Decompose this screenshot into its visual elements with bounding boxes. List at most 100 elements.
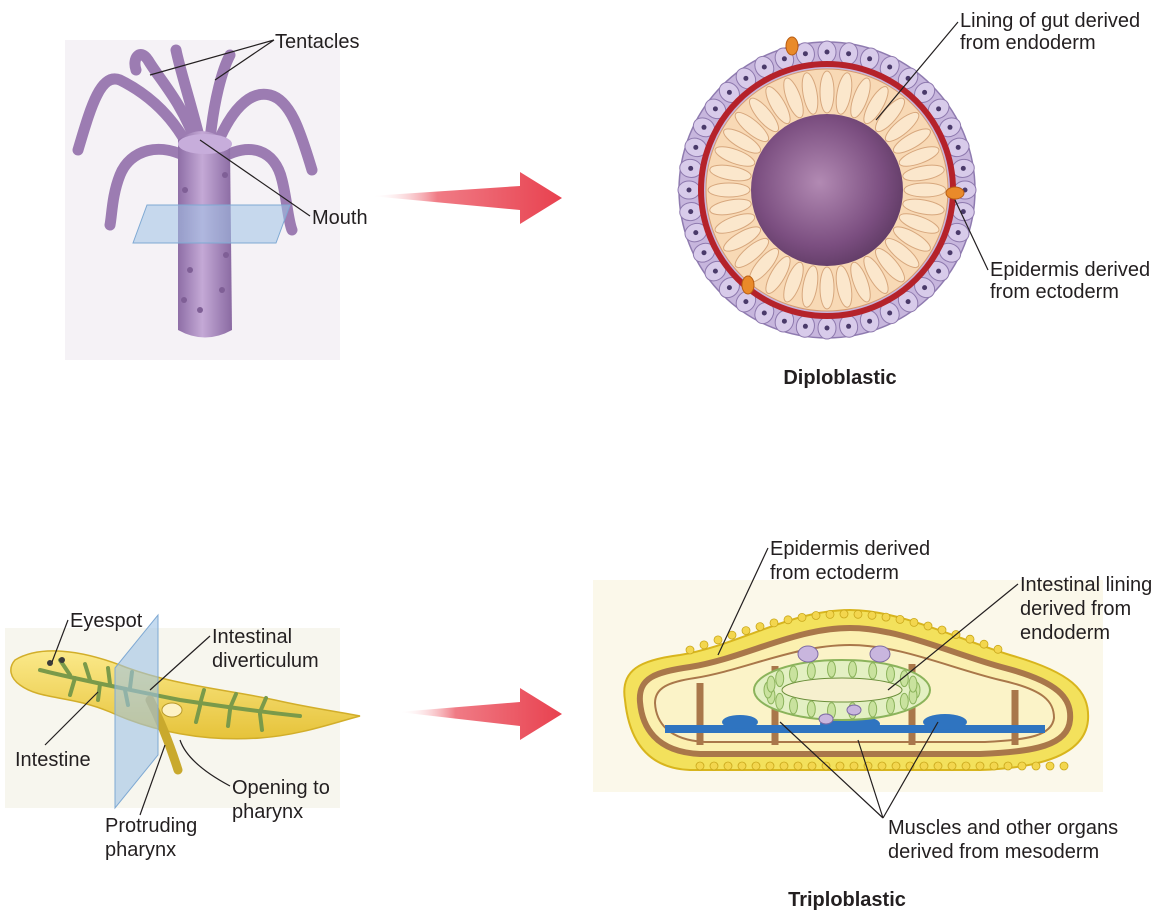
label-mouth: Mouth — [312, 207, 368, 229]
ectoderm-nucleus — [887, 65, 892, 70]
endoderm-cell — [820, 71, 834, 113]
gut-cell — [909, 676, 917, 692]
epidermal-cell — [840, 610, 848, 618]
gut-cell — [887, 666, 895, 682]
ectoderm-nucleus — [948, 125, 953, 130]
epidermal-cell — [752, 762, 760, 770]
epidermal-cell — [794, 762, 802, 770]
label-epidermis-top-line1: Epidermis derived — [990, 259, 1150, 281]
epidermal-cell — [962, 762, 970, 770]
epidermal-cell — [878, 762, 886, 770]
epidermal-cell — [784, 616, 792, 624]
ectoderm-nucleus — [956, 145, 961, 150]
ectoderm-nucleus — [936, 269, 941, 274]
ectoderm-nucleus — [803, 51, 808, 56]
ectoderm-nucleus — [743, 299, 748, 304]
gut-cell — [900, 693, 908, 709]
endoderm-cell — [904, 183, 946, 197]
label-eyespot: Eyespot — [70, 610, 143, 632]
gut-cell — [849, 661, 857, 677]
ectoderm-nucleus — [727, 90, 732, 95]
label-epidermis-top-line2: from ectoderm — [990, 281, 1119, 303]
epidermal-cell — [710, 762, 718, 770]
epidermal-cell — [826, 610, 834, 618]
ectoderm-nucleus — [693, 230, 698, 235]
epidermal-cell — [696, 762, 704, 770]
epidermal-cell — [808, 762, 816, 770]
ectoderm-nucleus — [762, 311, 767, 316]
epidermal-cell — [990, 762, 998, 770]
epidermal-cell — [738, 762, 746, 770]
epidermal-cell — [1004, 762, 1012, 770]
epidermal-cell — [892, 762, 900, 770]
epidermal-cell — [1032, 762, 1040, 770]
gut-cell — [790, 698, 798, 714]
epidermal-cell — [1046, 762, 1054, 770]
ectoderm-nucleus — [762, 65, 767, 70]
epidermal-cell — [686, 646, 694, 654]
epidermal-cell — [910, 618, 918, 626]
ectoderm-nucleus — [713, 106, 718, 111]
epidermal-cell — [1060, 762, 1068, 770]
ectoderm-nucleus — [867, 56, 872, 61]
epidermal-cell — [920, 762, 928, 770]
gut-cell — [807, 701, 815, 717]
ectoderm-nucleus — [713, 269, 718, 274]
ectoderm-nucleus — [846, 324, 851, 329]
ectoderm-nucleus — [906, 299, 911, 304]
label-intestinal-lining-line1: Intestinal lining — [1020, 574, 1152, 596]
caption-diploblastic: Diploblastic — [783, 367, 896, 389]
gut-cell — [887, 698, 895, 714]
epidermal-cell — [836, 762, 844, 770]
epidermal-cell — [756, 623, 764, 631]
diploblastic-cross-section — [678, 37, 976, 339]
ectoderm-nucleus — [867, 319, 872, 324]
arrow-bottom — [398, 688, 562, 740]
ectoderm-nucleus — [782, 56, 787, 61]
epidermal-cell — [742, 627, 750, 635]
ectoderm-nucleus — [961, 166, 966, 171]
epidermal-cell — [868, 611, 876, 619]
ectoderm-nucleus — [743, 76, 748, 81]
epidermal-cell — [896, 615, 904, 623]
gut-cell — [807, 663, 815, 679]
ectoderm-nucleus — [702, 250, 707, 255]
label-diverticulum-line2: diverticulum — [212, 650, 319, 672]
arrow-top — [370, 172, 562, 224]
ectoderm-nucleus — [936, 106, 941, 111]
ectoderm-nucleus — [702, 125, 707, 130]
label-diverticulum-line1: Intestinal — [212, 626, 292, 648]
ectoderm-nucleus — [887, 311, 892, 316]
epidermal-cell — [882, 613, 890, 621]
epidermal-cell — [724, 762, 732, 770]
ectoderm-nucleus — [922, 90, 927, 95]
ectoderm-nucleus — [688, 209, 693, 214]
gut-cell — [790, 666, 798, 682]
epidermal-cell — [812, 612, 820, 620]
label-intestinal-lining-line3: endoderm — [1020, 622, 1110, 644]
endoderm-cell — [820, 267, 834, 309]
epidermal-cell — [822, 762, 830, 770]
gut-cell — [776, 693, 784, 709]
hydra-illustration — [65, 40, 340, 360]
ectoderm-nucleus — [825, 326, 830, 331]
ectoderm-nucleus — [803, 324, 808, 329]
epidermal-cell — [770, 619, 778, 627]
epidermal-cell — [948, 762, 956, 770]
label-intestine: Intestine — [15, 749, 91, 771]
epidermal-cell — [854, 610, 862, 618]
ectoderm-nucleus — [825, 50, 830, 55]
caption-triploblastic: Triploblastic — [788, 889, 906, 911]
label-muscles-line2: derived from mesoderm — [888, 841, 1099, 863]
ectoderm-nucleus — [922, 285, 927, 290]
epidermal-cell — [980, 640, 988, 648]
epidermal-cell — [994, 645, 1002, 653]
label-epidermis-bottom-line1: Epidermis derived — [770, 538, 930, 560]
ectoderm-nucleus — [693, 145, 698, 150]
label-tentacles: Tentacles — [275, 31, 360, 53]
ectoderm-nucleus — [727, 285, 732, 290]
epidermal-cell — [798, 613, 806, 621]
epidermal-cell — [700, 641, 708, 649]
epidermal-cell — [938, 626, 946, 634]
